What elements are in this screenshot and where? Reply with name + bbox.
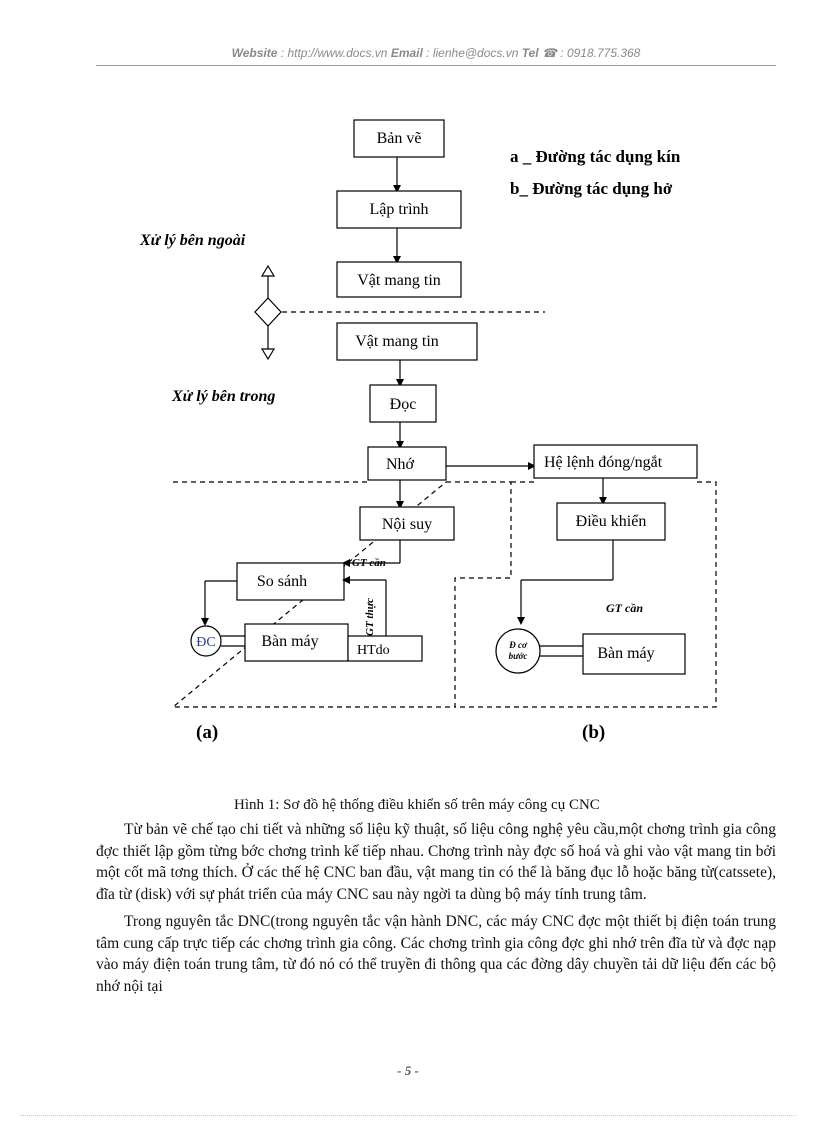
body-text: Từ bản vẽ chế tạo chi tiết và những số l…	[96, 819, 776, 1003]
email-value: : lienhe@docs.vn	[422, 46, 522, 60]
box-he-lenh	[533, 444, 698, 479]
label-gt-can-b: GT cần	[606, 601, 643, 615]
diamond-marker	[254, 297, 282, 327]
stepper-motor-circle	[495, 628, 541, 674]
box-ban-may-a	[244, 623, 349, 662]
down-arrow-head	[260, 348, 276, 361]
label-dong-co-1: Đ cơ	[508, 640, 528, 650]
label-htdo: HTdo	[357, 643, 390, 658]
label-b: (b)	[582, 722, 605, 743]
label-dieu-khien: Điều khiển	[576, 513, 647, 530]
box-vat-mang-tin-2	[336, 322, 478, 361]
legend-a: a _ Đường tác dụng kín	[510, 147, 681, 166]
label-ban-may-a: Bàn máy	[261, 633, 318, 650]
label-noi-suy: Nội suy	[382, 516, 432, 533]
label-gt-thuc: GT thực	[364, 598, 376, 636]
website-label: Website	[231, 46, 278, 60]
cnc-control-diagram: Bản vẽ Lập trình Vật mang tin Xử lý bên …	[139, 119, 717, 743]
label-nho: Nhớ	[386, 456, 415, 473]
legend-b: b_ Đường tác dụng hở	[510, 179, 673, 198]
label-gt-can-a: GT cần	[352, 557, 386, 569]
tel-label: Tel	[521, 46, 539, 60]
tel-value: ☎ : 0918.775.368	[538, 46, 641, 60]
box-ban-ve	[353, 119, 445, 158]
box-noi-suy	[359, 506, 455, 541]
email-label: Email	[390, 46, 423, 60]
label-dong-co-2: bước	[509, 651, 528, 661]
paragraph-2: Trong nguyên tắc DNC(trong nguyên tắc vậ…	[96, 913, 776, 995]
website-value: : http://www.docs.vn	[277, 46, 391, 60]
label-he-lenh: Hệ lệnh đóng/ngắt	[544, 454, 663, 471]
note-xu-ly-ngoai: Xử lý bên ngoài	[139, 232, 246, 249]
header-divider	[96, 65, 776, 66]
page-number: - 5 -	[397, 1063, 419, 1078]
box-lap-trinh	[336, 190, 462, 229]
label-vat-mang-tin-1: Vật mang tin	[357, 272, 441, 289]
footer-divider	[20, 1115, 796, 1116]
box-ban-may-b	[582, 633, 686, 675]
note-xu-ly-trong: Xử lý bên trong	[171, 388, 275, 405]
label-vat-mang-tin-2: Vật mang tin	[355, 333, 439, 350]
box-dieu-khien	[556, 502, 666, 541]
label-doc: Đọc	[390, 396, 417, 413]
label-ban-ve: Bản vẽ	[377, 130, 422, 147]
box-doc	[369, 384, 437, 423]
label-dc: ĐC	[196, 635, 215, 650]
label-so-sanh: So sánh	[257, 573, 307, 590]
paragraph-1: Từ bản vẽ chế tạo chi tiết và những số l…	[96, 821, 776, 903]
label-ban-may-b: Bàn máy	[597, 645, 654, 662]
box-htdo	[347, 635, 423, 662]
label-lap-trinh: Lập trình	[369, 201, 428, 218]
page-header: Website : http://www.docs.vn Email : lie…	[96, 46, 776, 60]
box-so-sanh	[236, 562, 345, 601]
up-arrow-head	[260, 264, 276, 277]
box-nho	[367, 446, 447, 481]
motor-dc-circle	[190, 625, 222, 657]
enclosure-b	[455, 481, 717, 708]
box-vat-mang-tin-1	[336, 261, 462, 298]
label-a: (a)	[196, 722, 218, 743]
figure-caption: Hình 1: Sơ đồ hệ thống điều khiển số trê…	[234, 797, 600, 813]
